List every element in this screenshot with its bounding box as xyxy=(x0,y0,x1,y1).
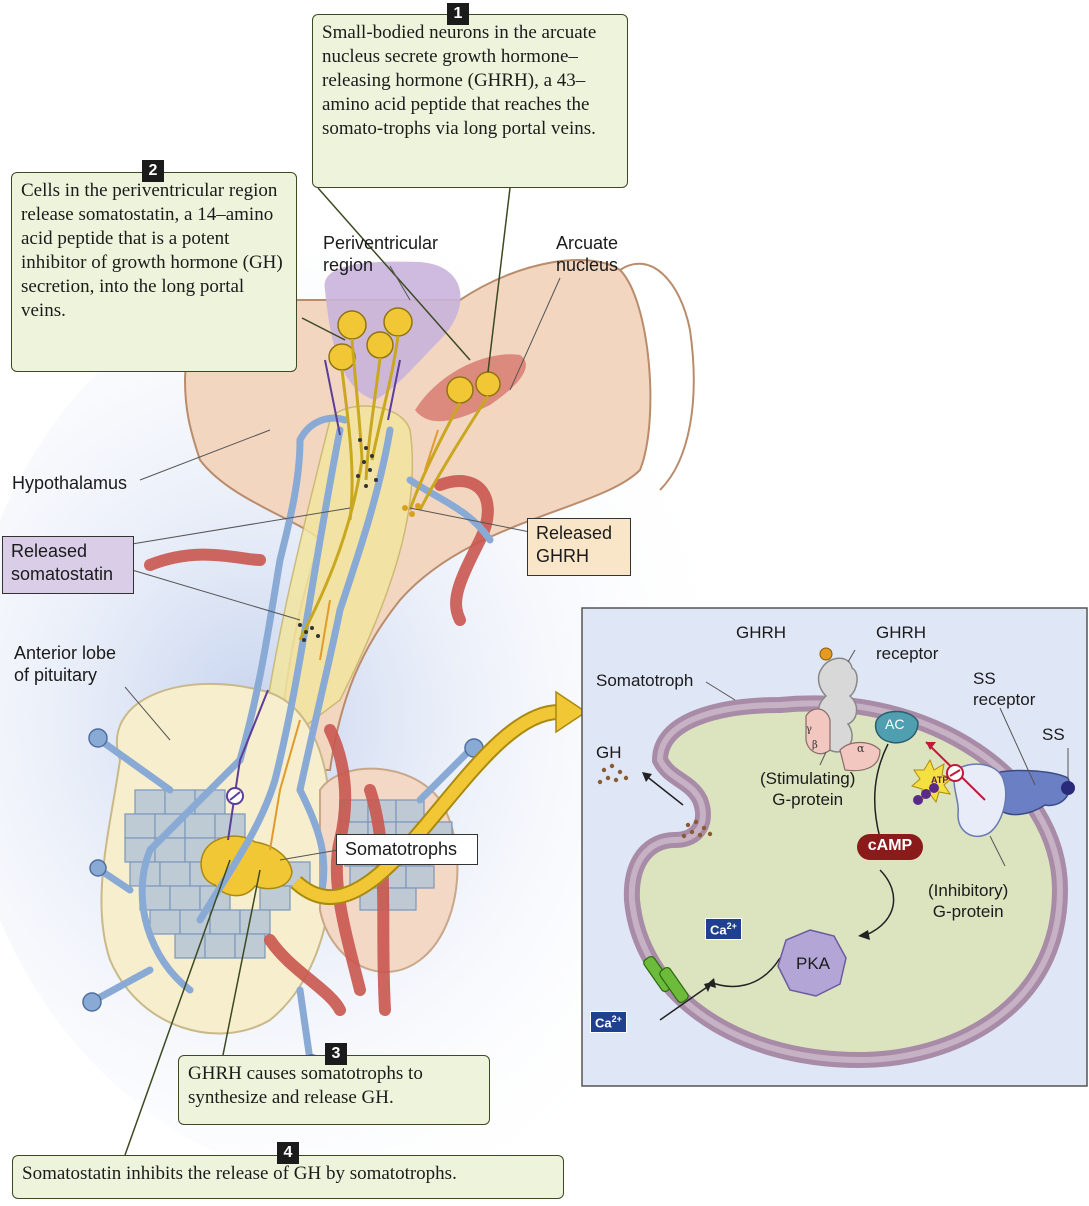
inset-label-ss: SS xyxy=(1042,725,1065,744)
label-anterior-pituitary: Anterior lobe of pituitary xyxy=(14,643,117,685)
label-released-ghrh: Released GHRH xyxy=(527,518,631,576)
callout-1-number: 1 xyxy=(447,3,469,25)
callout-3-number: 3 xyxy=(325,1043,347,1065)
label-periventricular-region: Periventricular region xyxy=(323,233,439,275)
inset-label-camp: cAMP xyxy=(867,837,913,854)
portal-vessels xyxy=(91,414,494,1064)
inhibit-symbol-inset xyxy=(925,741,986,801)
brain-outline xyxy=(619,262,695,491)
callout-4-number: 4 xyxy=(277,1142,299,1164)
inset-label-ghrh-receptor: GHRH receptor xyxy=(876,623,939,663)
pka-shape xyxy=(777,929,847,997)
label-somatotrophs: Somatotrophs xyxy=(336,834,478,865)
stimulating-g-protein xyxy=(805,708,831,755)
inset-label-pka: PKA xyxy=(795,954,831,973)
label-arcuate-nucleus: Arcuate nucleus xyxy=(556,233,619,275)
inset-label-inhibitory-g-protein: (Inhibitory) G-protein xyxy=(928,881,1009,921)
inset-label-ac: AC xyxy=(885,716,905,732)
somatostatin-granules xyxy=(298,438,378,642)
label-hypothalamus: Hypothalamus xyxy=(12,473,128,493)
callout-2: Cells in the periventricular region rele… xyxy=(11,172,297,372)
gh-granules-released xyxy=(597,763,629,785)
ghrh-granules xyxy=(402,503,421,517)
g-protein-beta: β xyxy=(812,740,818,751)
atp-chain xyxy=(913,783,939,805)
somatostatin-flow xyxy=(227,359,401,841)
calcium-ion-inside: Ca2+ xyxy=(705,918,742,941)
ss-ligand xyxy=(1061,781,1075,795)
inset-label-ghrh: GHRH xyxy=(736,623,787,642)
inset-label-atp: ATP xyxy=(931,775,949,785)
camp-pill xyxy=(857,834,923,860)
adenylyl-cyclase xyxy=(874,710,919,744)
inset-leaders xyxy=(705,649,1069,867)
ghrh-flow xyxy=(269,429,439,851)
label-leaders xyxy=(124,265,561,861)
callout-1: Small-bodied neurons in the arcuate nucl… xyxy=(312,14,628,188)
calcium-ion-outside: Ca2+ xyxy=(590,1011,627,1034)
callout-4: Somatostatin inhibits the release of GH … xyxy=(12,1155,564,1199)
zoom-arrow-main xyxy=(290,690,588,906)
callout-leaders xyxy=(124,187,511,1156)
label-released-somatostatin: Released somatostatin xyxy=(2,536,134,594)
ghrh-ligand xyxy=(819,647,833,661)
signal-arrows xyxy=(644,743,895,1021)
inhibit-symbol-pathway xyxy=(226,787,244,805)
inset-label-ss-receptor: SS receptor xyxy=(973,669,1036,709)
inset-label-stimulating-g-protein: (Stimulating) G-protein xyxy=(760,769,856,809)
arcuate-axons xyxy=(408,395,490,511)
inset-label-gh: GH xyxy=(596,743,622,762)
callout-4-text: Somatostatin inhibits the release of GH … xyxy=(22,1163,457,1184)
g-protein-gamma: γ xyxy=(806,724,812,735)
callout-1-text: Small-bodied neurons in the arcuate nucl… xyxy=(322,22,597,139)
callout-3-text: GHRH causes somatotrophs to synthesize a… xyxy=(188,1063,423,1108)
gh-granules-vesicle xyxy=(681,819,713,839)
g-protein-alpha: α xyxy=(857,742,865,755)
inset-label-somatotroph: Somatotroph xyxy=(596,671,694,690)
periventricular-axons xyxy=(298,335,400,641)
callout-2-text: Cells in the periventricular region rele… xyxy=(21,180,283,321)
calcium-channel xyxy=(643,955,689,1004)
callout-3: GHRH causes somatotrophs to synthesize a… xyxy=(178,1055,490,1125)
callout-2-number: 2 xyxy=(142,160,164,182)
